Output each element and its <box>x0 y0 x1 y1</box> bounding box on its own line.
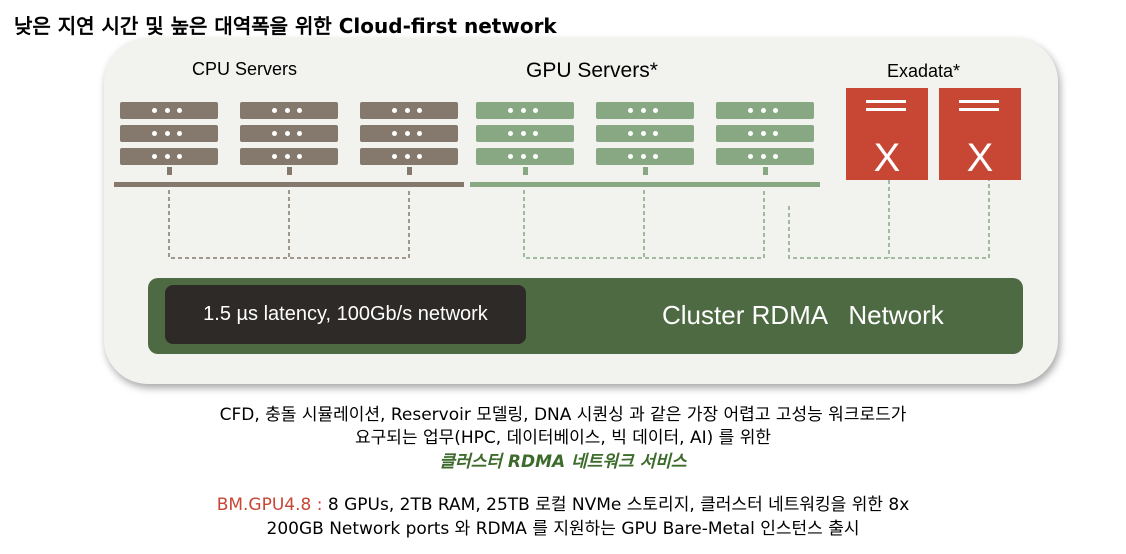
server-stem <box>407 167 412 175</box>
shape-name: BM.GPU4.8 <box>216 495 312 515</box>
server-unit <box>360 125 458 142</box>
server-unit <box>716 148 814 165</box>
exadata-server-icon: X <box>939 88 1021 180</box>
server-unit <box>120 102 218 119</box>
server-unit <box>716 102 814 119</box>
spec-line-1: BM.GPU4.8 : 8 GPUs, 2TB RAM, 25TB 로컬 NVM… <box>0 494 1126 516</box>
server-unit <box>240 102 338 119</box>
server-stem <box>643 167 648 175</box>
server-stem <box>763 167 768 175</box>
description-highlight: 클러스터 RDMA 네트워크 서비스 <box>439 452 687 472</box>
gpu-base-line <box>470 182 820 187</box>
server-unit <box>716 125 814 142</box>
server-stem <box>287 167 292 175</box>
server-unit <box>120 148 218 165</box>
cpu-base-line <box>114 182 464 187</box>
gpu-servers-label: GPU Servers* <box>526 59 658 82</box>
exadata-label: Exadata* <box>887 61 961 81</box>
cpu-servers-label: CPU Servers <box>192 59 298 79</box>
exadata-x-mark: X <box>873 136 901 180</box>
server-unit <box>476 102 574 119</box>
server-unit <box>360 102 458 119</box>
server-unit <box>596 102 694 119</box>
server-unit <box>596 125 694 142</box>
page-title: 낮은 지연 시간 및 높은 대역폭을 위한 Cloud-first networ… <box>14 14 557 38</box>
server-stem <box>167 167 172 175</box>
exadata-server-icon: X <box>846 88 928 180</box>
spec-text-1: 8 GPUs, 2TB RAM, 25TB 로컬 NVMe 스토리지, 클러스터… <box>327 495 910 515</box>
server-unit <box>596 148 694 165</box>
spec-line-2: 200GB Network ports 와 RDMA 를 지원하는 GPU Ba… <box>266 519 860 539</box>
latency-badge: 1.5 µs latency, 100Gb/s network <box>165 285 526 344</box>
server-unit <box>240 125 338 142</box>
server-unit <box>476 125 574 142</box>
shape-separator: : <box>311 495 328 515</box>
server-unit <box>360 148 458 165</box>
server-unit <box>476 148 574 165</box>
server-unit <box>120 125 218 142</box>
server-unit <box>240 148 338 165</box>
cluster-rdma-network-label: Cluster RDMA Network <box>662 300 944 330</box>
description-line-2: 요구되는 업무(HPC, 데이터베이스, 빅 데이터, AI) 를 위한 <box>354 428 771 448</box>
server-stem <box>523 167 528 175</box>
description-line-1: CFD, 충돌 시뮬레이션, Reservoir 모델링, DNA 시퀀싱 과 … <box>219 405 907 425</box>
exadata-x-mark: X <box>966 136 994 180</box>
exadata-connector <box>788 180 990 259</box>
